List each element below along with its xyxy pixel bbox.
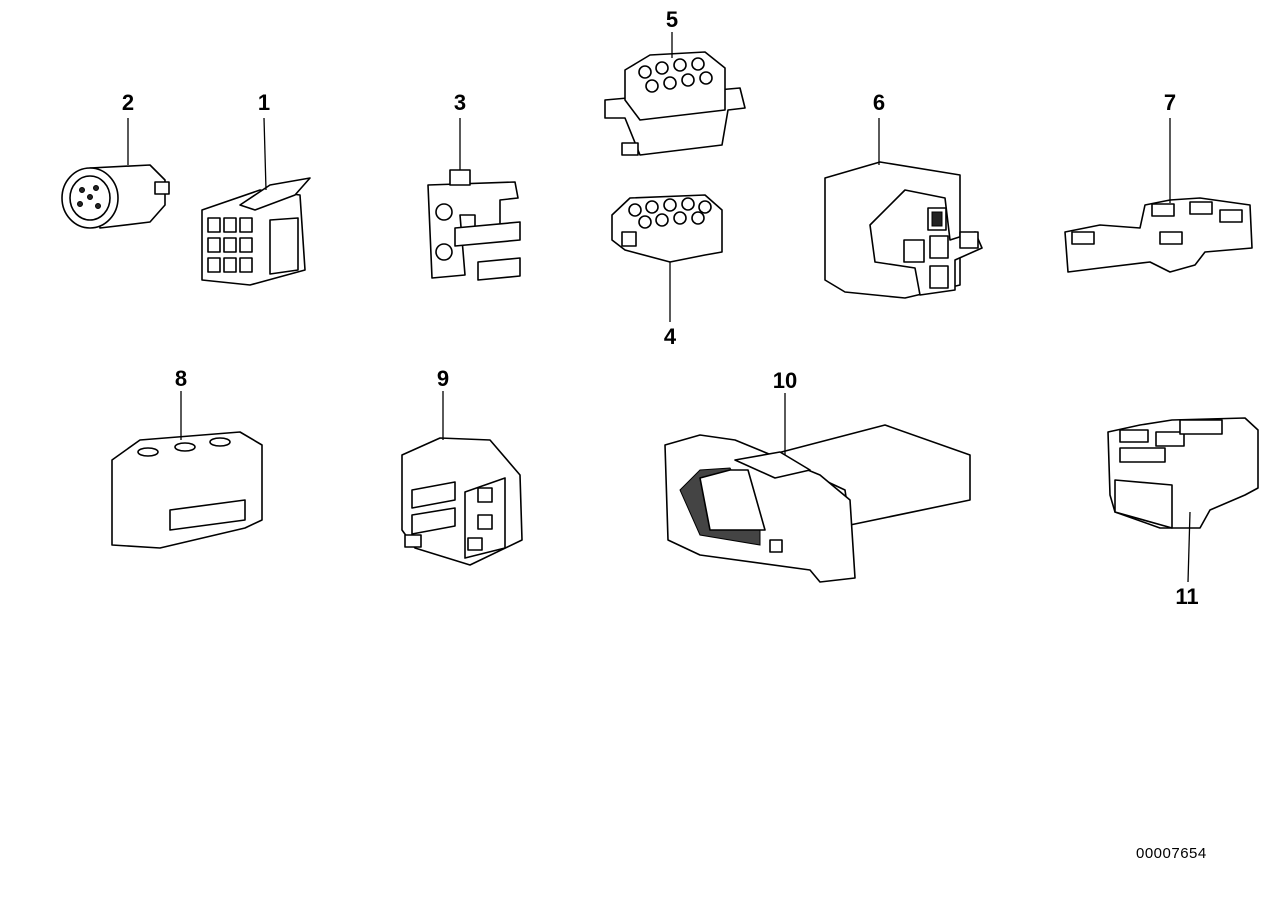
callout-6[interactable]: 6	[873, 90, 885, 115]
callout-7[interactable]: 7	[1164, 90, 1176, 115]
part-6-square-connector[interactable]	[824, 161, 983, 299]
part-2-round-connector[interactable]	[61, 164, 170, 229]
part-9-relay-socket[interactable]	[401, 437, 523, 566]
callout-2[interactable]: 2	[122, 90, 134, 115]
callout-11[interactable]: 11	[1175, 584, 1198, 609]
diagram-reference-number: 00007654	[1136, 845, 1207, 862]
callout-9[interactable]: 9	[437, 366, 449, 391]
callout-10[interactable]: 10	[773, 368, 797, 393]
part-3-2-pin-connector[interactable]	[427, 169, 521, 281]
callout-3[interactable]: 3	[454, 90, 466, 115]
part-11-3-pin-housing[interactable]	[1107, 417, 1259, 529]
part-7-t-connector[interactable]	[1064, 197, 1253, 273]
part-1-9-pin-connector[interactable]	[201, 177, 311, 286]
part-10-flat-housing[interactable]	[664, 424, 971, 583]
callout-5[interactable]: 5	[666, 7, 678, 32]
part-4-multi-pin-connector[interactable]	[611, 194, 723, 263]
part-5-multi-pin-connector[interactable]	[604, 51, 746, 156]
callout-4[interactable]: 4	[664, 324, 677, 349]
callout-8[interactable]: 8	[175, 366, 187, 391]
callout-1[interactable]: 1	[258, 90, 270, 115]
part-8-3-pin-housing[interactable]	[111, 431, 263, 549]
